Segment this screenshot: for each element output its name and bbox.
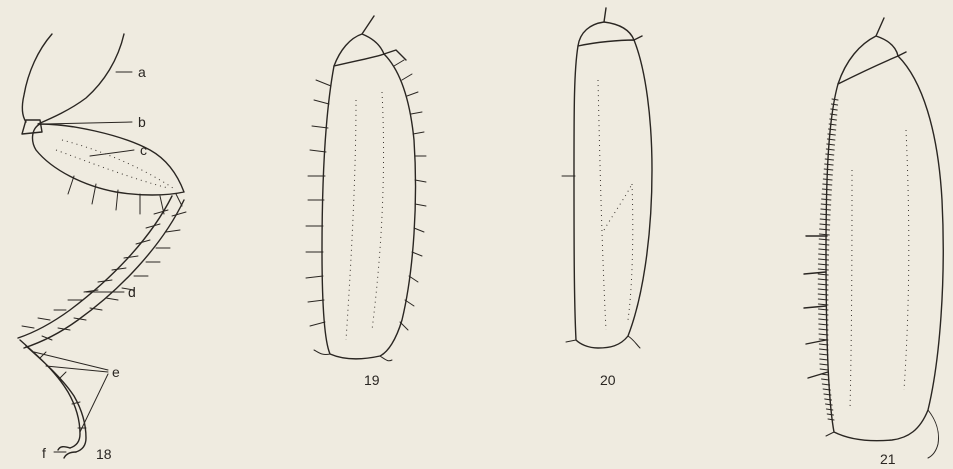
fig21-comb-seta xyxy=(819,249,829,250)
fig20-dots xyxy=(598,80,606,330)
figure-18-number: 18 xyxy=(96,446,112,462)
fig21-comb-seta xyxy=(828,419,834,420)
fig21-dots-2 xyxy=(904,130,909,390)
fig21-comb-seta xyxy=(819,234,829,235)
fig21-comb-seta xyxy=(831,109,837,110)
fig20-base xyxy=(566,336,640,348)
fig21-comb-seta xyxy=(819,259,829,260)
fig20-outline xyxy=(574,40,652,348)
figure-20-number: 20 xyxy=(600,372,616,388)
fig21-comb-seta xyxy=(820,359,828,360)
fig21-comb-seta xyxy=(822,189,831,190)
fig21-comb-seta xyxy=(824,169,833,170)
fig21-comb-seta xyxy=(820,369,828,370)
fig21-comb-seta xyxy=(825,159,833,160)
figure-18-leg-drawing: a b c d e f 18 xyxy=(18,34,186,462)
fig21-comb-seta xyxy=(825,164,833,165)
fig21-comb-seta xyxy=(819,254,829,255)
fig21-comb-seta xyxy=(826,149,834,150)
fig21-comb-seta xyxy=(822,199,831,200)
fig18-trochanter xyxy=(22,120,42,134)
fig20-dots-2 xyxy=(604,184,633,320)
fig21-comb-seta xyxy=(821,214,831,215)
fig18-femur-dots-2 xyxy=(56,150,168,188)
fig21-comb-seta xyxy=(824,174,833,175)
fig21-comb-seta xyxy=(819,244,829,245)
fig18-coxa-inner xyxy=(38,34,124,124)
fig21-comb-seta xyxy=(831,104,837,105)
fig21-comb-seta xyxy=(823,184,832,185)
fig21-trochanter xyxy=(838,18,906,84)
fig18-label-b: b xyxy=(138,114,146,130)
fig21-large-spines xyxy=(804,236,828,378)
fig18-femur-dots xyxy=(62,140,176,190)
fig21-dots xyxy=(850,170,852,410)
fig21-comb-seta xyxy=(820,364,828,365)
fig21-comb-seta xyxy=(827,414,833,415)
figure-20-femur-drawing: 20 xyxy=(562,8,652,388)
fig21-comb-seta xyxy=(818,269,828,270)
fig21-comb-seta xyxy=(826,154,834,155)
fig21-comb-seta xyxy=(819,239,829,240)
fig21-comb-seta xyxy=(821,209,831,210)
fig18-coxa-outline xyxy=(22,34,52,122)
fig21-comb-seta xyxy=(823,179,832,180)
fig21-comb-seta xyxy=(820,224,830,225)
figure-21-number: 21 xyxy=(880,451,896,467)
fig21-comb-seta xyxy=(828,134,835,135)
fig18-label-e: e xyxy=(112,364,120,380)
fig21-comb-seta xyxy=(827,144,835,145)
fig21-comb-seta xyxy=(822,194,831,195)
fig21-comb-seta xyxy=(826,409,832,410)
fig18-leader-b xyxy=(44,122,132,124)
fig19-outline xyxy=(322,54,416,359)
fig19-dots xyxy=(346,100,356,340)
fig21-comb-seta xyxy=(832,99,838,100)
fig19-right-spines xyxy=(394,60,426,330)
fig21-comb-seta xyxy=(820,354,828,355)
fig21-comb-seta xyxy=(821,204,831,205)
fig21-comb-seta xyxy=(830,114,837,115)
fig18-label-c: c xyxy=(140,142,147,158)
fig21-comb-seta xyxy=(820,229,830,230)
fig19-dots-2 xyxy=(372,92,384,330)
fig18-label-a: a xyxy=(138,64,146,80)
fig21-comb-seta xyxy=(818,264,828,265)
fig18-label-d: d xyxy=(128,284,136,300)
fig18-tibia xyxy=(18,196,184,348)
fig18-label-f: f xyxy=(42,445,46,461)
fig21-comb-seta xyxy=(827,139,835,140)
fig18-tibia-spines xyxy=(22,210,186,340)
figure-19-number: 19 xyxy=(364,372,380,388)
fig21-outline xyxy=(826,56,943,441)
fig21-comb-seta xyxy=(820,219,830,220)
fig21-comb-seta xyxy=(822,379,830,380)
fig18-leader-c xyxy=(90,150,134,156)
figure-19-femur-drawing: 19 xyxy=(306,16,426,388)
fig18-femur xyxy=(33,124,184,195)
figure-21-femur-drawing: 21 xyxy=(804,18,943,467)
